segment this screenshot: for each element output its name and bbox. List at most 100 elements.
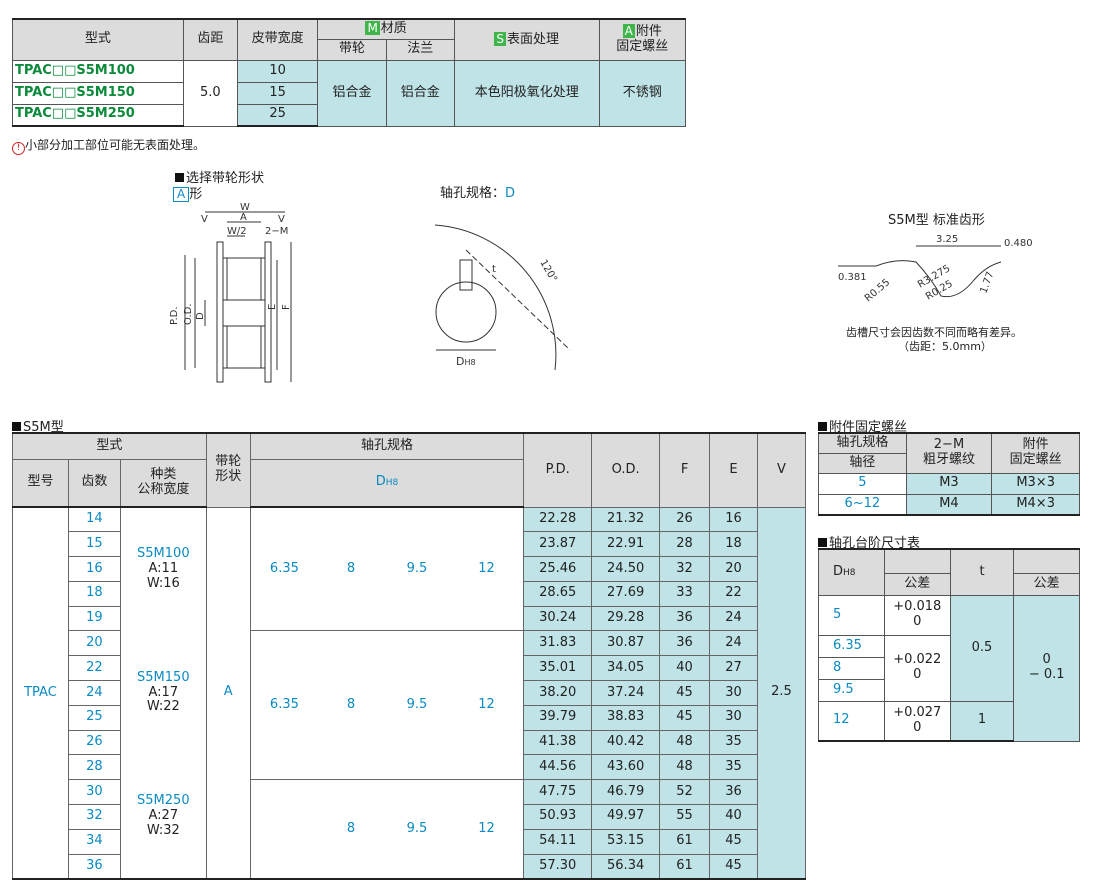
teeth-cell: 16 bbox=[67, 556, 121, 582]
tooth-h: 1.77 bbox=[978, 270, 996, 295]
e-cell: 30 bbox=[709, 704, 758, 731]
bore-cell: 8 bbox=[318, 630, 384, 781]
header-pulley: 带轮 bbox=[317, 38, 387, 61]
header-model-no: 型号 bbox=[12, 458, 69, 508]
f-cell: 26 bbox=[659, 506, 711, 533]
screw-row-1-m: M3 bbox=[905, 472, 993, 495]
tooth-profile-drawing: 3.25 0.480 0.381 R0.55 R3.275 R0.25 1.77 bbox=[838, 234, 1033, 304]
step-tol-2-zero: 0 bbox=[913, 667, 922, 682]
dim-od: O.D. bbox=[183, 303, 194, 325]
v-cell: 2.5 bbox=[756, 506, 807, 880]
pd-cell: 41.38 bbox=[523, 729, 593, 756]
dim-2m: 2−M bbox=[265, 226, 288, 237]
e-cell: 24 bbox=[709, 630, 758, 657]
od-cell: 43.60 bbox=[591, 754, 661, 781]
f-cell: 48 bbox=[659, 754, 711, 781]
bore-dh8-h8: H8 bbox=[464, 358, 475, 367]
teeth-cell: 34 bbox=[67, 828, 121, 855]
bore-title-d: D bbox=[505, 186, 516, 201]
header-dh8-h8: H8 bbox=[385, 478, 399, 489]
step-t-tol-line1: 0 bbox=[1042, 652, 1051, 668]
od-cell: 34.05 bbox=[591, 655, 661, 682]
header-model: 型式 bbox=[12, 18, 184, 61]
bore-dh8-d: D bbox=[456, 355, 464, 368]
bore-title-text: 轴孔规格： bbox=[440, 186, 506, 201]
header-pd: P.D. bbox=[523, 432, 593, 508]
kind-a: A:27 bbox=[148, 807, 179, 823]
teeth-cell: 22 bbox=[67, 655, 121, 682]
bore-cell: 12 bbox=[449, 630, 525, 781]
header-accessory-line1: 附件 bbox=[635, 24, 662, 40]
step-header-d: DH8 bbox=[818, 548, 885, 596]
bore-cell: 12 bbox=[449, 779, 525, 880]
f-cell: 40 bbox=[659, 655, 711, 682]
kind-w: W:32 bbox=[146, 822, 180, 838]
tooth-r2: 0.381 bbox=[838, 272, 867, 283]
header-teeth: 齿数 bbox=[67, 458, 121, 508]
step-d-8: 8 bbox=[818, 656, 885, 680]
step-tol-3-plus: +0.027 bbox=[893, 704, 942, 720]
flange-material: 铝合金 bbox=[385, 59, 455, 127]
screw-header-acc: 附件固定螺丝 bbox=[991, 432, 1080, 474]
e-cell: 27 bbox=[709, 655, 758, 682]
tooth-title: S5M型 标准齿形 bbox=[888, 213, 985, 228]
e-cell: 45 bbox=[709, 828, 758, 855]
step-d-12: 12 bbox=[818, 700, 885, 742]
screw-table-title: 附件固定螺丝 bbox=[818, 416, 907, 435]
pulley-drawing: W A V V W/2 2−M P.D. O.D. D E F bbox=[169, 202, 292, 383]
teeth-cell: 30 bbox=[67, 779, 121, 806]
bore-cell: 9.5 bbox=[383, 779, 450, 880]
tooth-r3: R0.55 bbox=[863, 277, 892, 304]
od-cell: 24.50 bbox=[591, 556, 661, 582]
e-cell: 35 bbox=[709, 729, 758, 756]
header-dh8-d: D bbox=[375, 474, 386, 490]
step-header-tol2: 公差 bbox=[1013, 572, 1080, 596]
screw-row-2-m: M4 bbox=[905, 493, 993, 516]
header-e: E bbox=[709, 432, 758, 508]
header-flange: 法兰 bbox=[385, 38, 455, 61]
od-cell: 46.79 bbox=[591, 779, 661, 806]
f-cell: 45 bbox=[659, 704, 711, 731]
od-cell: 37.24 bbox=[591, 680, 661, 706]
header-f: F bbox=[659, 432, 711, 508]
od-cell: 27.69 bbox=[591, 580, 661, 607]
teeth-cell: 19 bbox=[67, 605, 121, 632]
step-tol-3-zero: 0 bbox=[913, 719, 922, 735]
step-t-1: 0.5 bbox=[949, 594, 1015, 702]
header-surface-label: 表面处理 bbox=[507, 31, 560, 47]
screw-header-m-line2: 粗牙螺纹 bbox=[922, 452, 975, 468]
header-material-label: 材质 bbox=[380, 21, 407, 37]
main-table-title: S5M型 bbox=[12, 416, 64, 435]
e-cell: 35 bbox=[709, 754, 758, 781]
bore-cell: 9.5 bbox=[383, 630, 450, 781]
kind-w: W:22 bbox=[146, 699, 180, 715]
f-cell: 28 bbox=[659, 531, 711, 558]
teeth-cell: 24 bbox=[67, 680, 121, 706]
step-header-tol: 公差 bbox=[883, 572, 951, 596]
header-model: 型式 bbox=[12, 432, 207, 460]
bore-cell: 9.5 bbox=[383, 506, 450, 632]
step-tol-1-plus: +0.018 bbox=[893, 599, 942, 615]
width-row-2: 15 bbox=[236, 81, 319, 105]
od-cell: 53.15 bbox=[591, 828, 661, 855]
step-d-6-35: 6.35 bbox=[818, 634, 885, 658]
pulley-material: 铝合金 bbox=[317, 59, 387, 127]
teeth-cell: 32 bbox=[67, 804, 121, 830]
dim-e: E bbox=[267, 304, 278, 310]
e-cell: 22 bbox=[709, 580, 758, 607]
f-cell: 48 bbox=[659, 729, 711, 756]
step-d-9-5: 9.5 bbox=[818, 678, 885, 702]
